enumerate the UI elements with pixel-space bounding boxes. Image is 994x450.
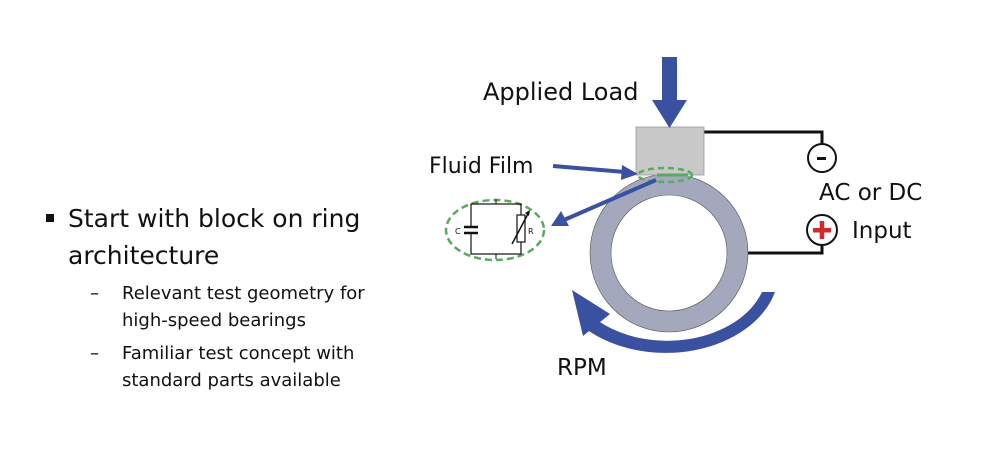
dash-bullet-icon: – bbox=[90, 283, 99, 304]
fluid-film-arrow-icon bbox=[552, 164, 638, 180]
fluid-film-label: Fluid Film bbox=[429, 154, 534, 179]
ring bbox=[590, 174, 748, 332]
resistor-label: R bbox=[528, 227, 534, 236]
negative-terminal-icon bbox=[807, 143, 837, 173]
equivalent-rc-circuit: C R bbox=[444, 198, 546, 262]
circuit-pointer-arrow-icon bbox=[551, 178, 657, 226]
fluid-film-dashed-ellipse bbox=[636, 166, 694, 184]
bullet-main: Start with block on ring architecture bbox=[44, 200, 408, 274]
wire-bottom bbox=[748, 246, 824, 255]
positive-terminal-icon bbox=[806, 214, 838, 246]
sub-bullet-1-line2: high-speed bearings bbox=[122, 310, 306, 331]
circuit-dashed-ellipse bbox=[444, 198, 546, 262]
ac-or-dc-label: AC or DC bbox=[819, 180, 922, 206]
sub-bullet-2: – Familiar test concept with standard pa… bbox=[44, 340, 462, 394]
sub-bullet-1: – Relevant test geometry for high-speed … bbox=[44, 280, 462, 334]
rpm-label: RPM bbox=[557, 355, 607, 381]
sub-bullet-1-line1: Relevant test geometry for bbox=[122, 283, 365, 304]
bullet-list: Start with block on ring architecture – … bbox=[44, 200, 462, 394]
ring-inner-edge bbox=[610, 194, 728, 312]
wire-top bbox=[704, 130, 824, 145]
sub-bullet-2-line2: standard parts available bbox=[122, 370, 341, 391]
bullet-main-line2: architecture bbox=[68, 241, 220, 270]
sub-bullet-2-line1: Familiar test concept with bbox=[122, 343, 355, 364]
applied-load-label: Applied Load bbox=[483, 78, 638, 106]
applied-load-arrow-icon bbox=[652, 57, 687, 128]
capacitor-label: C bbox=[455, 227, 461, 236]
dash-bullet-icon: – bbox=[90, 343, 99, 364]
input-label: Input bbox=[852, 218, 912, 244]
bullet-main-line1: Start with block on ring bbox=[68, 204, 361, 233]
rotation-arrow-icon bbox=[572, 290, 775, 353]
square-bullet-icon bbox=[46, 214, 54, 222]
